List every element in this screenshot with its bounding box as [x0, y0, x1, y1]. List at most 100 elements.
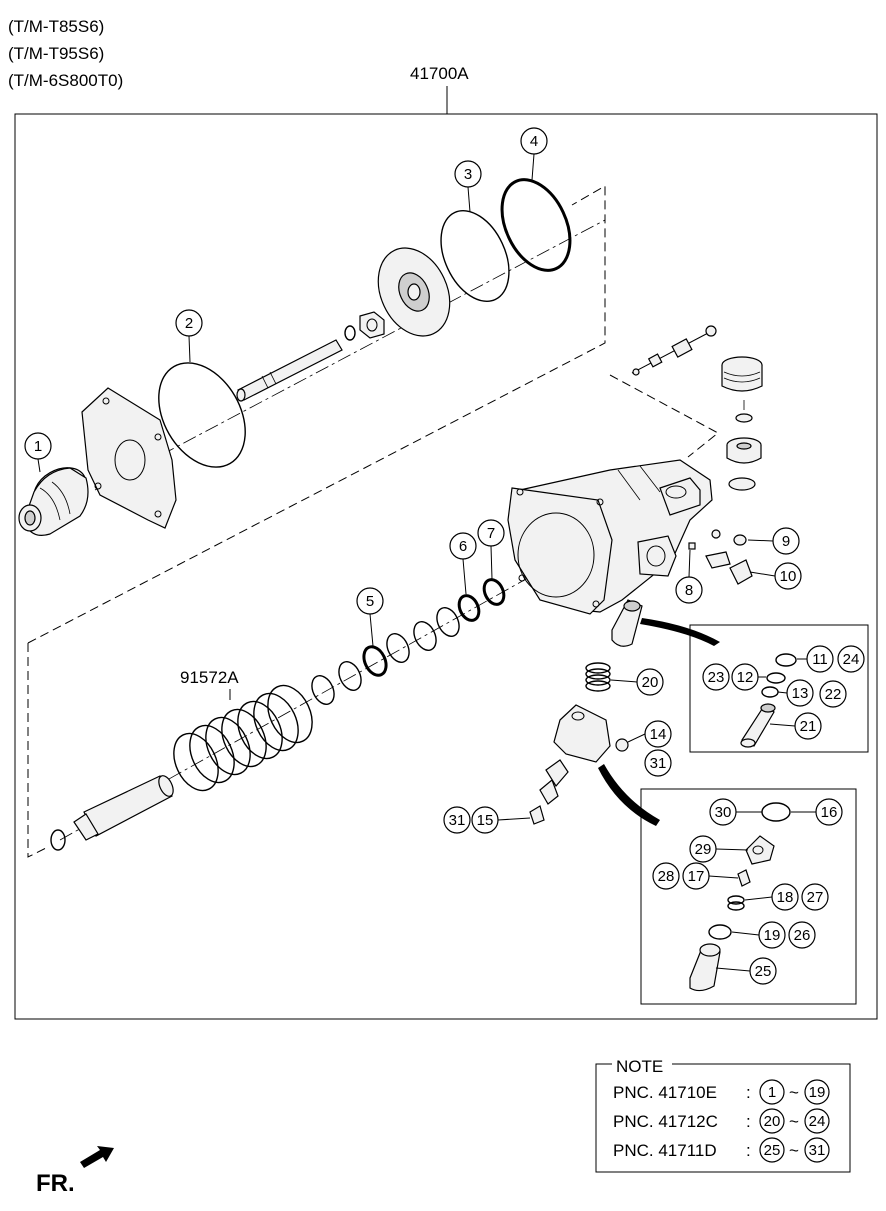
note-separator: :	[746, 1141, 751, 1160]
detail-part-13	[761, 686, 779, 698]
part-o-ring-large	[158, 362, 246, 468]
callout-number-28: 28	[658, 868, 675, 885]
part-valve-body	[539, 704, 611, 805]
note-separator: :	[746, 1112, 751, 1131]
callout-number-2: 2	[185, 315, 193, 332]
part-solenoid-valve	[611, 599, 643, 647]
callout-number-11: 11	[812, 651, 828, 668]
callout-number-14: 14	[650, 726, 667, 743]
callout-bubble-16	[815, 798, 843, 826]
part-cylinder-housing	[507, 459, 713, 615]
callout-number-4: 4	[530, 133, 538, 150]
detail-part-12	[766, 672, 786, 684]
callout-leader-2	[188, 335, 191, 363]
part-piston-ring-3	[440, 209, 510, 303]
callout-bubble-14	[644, 720, 672, 748]
part-piston-disc	[377, 247, 451, 337]
part-piston-shaft	[236, 339, 343, 402]
note-range-start-bubble	[759, 1108, 785, 1134]
note-range-start-bubble	[759, 1079, 785, 1105]
note-range-start: 1	[768, 1084, 776, 1101]
part-bolt-15	[529, 805, 545, 825]
callout-number-29: 29	[695, 841, 712, 858]
callout-number-12: 12	[737, 669, 754, 686]
callout-leader-19	[731, 931, 760, 936]
callout-bubble-5	[356, 587, 384, 615]
callout-leader-9	[747, 539, 774, 542]
callout-leader-7	[490, 545, 493, 580]
callout-number-16: 16	[821, 804, 838, 821]
callout-bubble-22	[819, 680, 847, 708]
part-snap-ring	[311, 675, 335, 705]
spring-pnc-label: 91572A	[180, 668, 239, 687]
assembly-pnc-label: 41700A	[410, 64, 469, 83]
callout-bubble-11	[806, 645, 834, 673]
note-title: NOTE	[616, 1057, 663, 1076]
part-return-spring	[173, 684, 313, 792]
detail-part-29	[745, 835, 775, 865]
upper-axis-line	[94, 219, 606, 491]
part-fitting-9	[733, 534, 747, 546]
note-range-tilde: ~	[789, 1141, 799, 1160]
note-range-start: 25	[764, 1142, 781, 1159]
part-push-rod	[73, 775, 174, 841]
note-range-start-bubble	[759, 1137, 785, 1163]
note-range-end-bubble	[804, 1108, 830, 1134]
part-gasket-plate	[81, 387, 177, 529]
callout-number-26: 26	[794, 927, 811, 944]
callout-leader-6	[462, 558, 467, 595]
callout-number-31: 31	[650, 755, 667, 772]
callout-bubble-6	[449, 532, 477, 560]
assembly-frame	[14, 113, 878, 1020]
callout-number-13: 13	[792, 685, 809, 702]
detail-arrow-lower	[598, 764, 660, 826]
callout-number-8: 8	[685, 582, 693, 599]
callout-number-20: 20	[642, 674, 659, 691]
note-range-end: 24	[809, 1113, 826, 1130]
note-range-tilde: ~	[789, 1083, 799, 1102]
note-range-start: 20	[764, 1113, 781, 1130]
callout-bubble-15	[471, 806, 499, 834]
detail-part-19	[708, 924, 732, 940]
front-indicator-label: FR.	[36, 1170, 75, 1197]
part-plug-14	[615, 738, 629, 752]
callout-number-5: 5	[366, 593, 374, 610]
callout-leader-15	[497, 817, 531, 821]
model-line-3: (T/M-6S800T0)	[8, 71, 123, 90]
callout-bubble-2	[175, 309, 203, 337]
callout-leader-17	[708, 875, 739, 879]
callout-leader-1	[37, 458, 41, 473]
part-ring-b	[386, 633, 410, 663]
callout-bubble-7	[477, 519, 505, 547]
callout-bubble-18	[771, 883, 799, 911]
callout-bubble-13	[786, 679, 814, 707]
part-hex-nut	[359, 311, 385, 339]
note-title-backing	[612, 1056, 672, 1072]
assembly-dashed-outline-upper	[27, 185, 606, 644]
detail-box-valve	[640, 788, 857, 1005]
note-pnc-label: PNC. 41712C	[613, 1112, 718, 1131]
part-spring-20	[585, 662, 611, 692]
callout-number-15: 15	[477, 812, 494, 829]
part-valve-cap	[721, 356, 763, 392]
note-pnc-label: PNC. 41711D	[613, 1141, 717, 1160]
part-piston-ring-4	[500, 178, 572, 272]
callout-leader-10	[749, 571, 776, 577]
callout-bubble-28	[652, 862, 680, 890]
part-end-clip	[50, 829, 66, 851]
model-line-1: (T/M-T85S6)	[8, 17, 104, 36]
part-ring-a	[338, 661, 362, 691]
detail-part-30	[761, 802, 791, 822]
part-valve-stem	[631, 325, 717, 376]
detail-part-25	[689, 943, 721, 992]
callout-bubble-10	[774, 562, 802, 590]
callout-bubble-17	[682, 862, 710, 890]
note-range-end-bubble	[804, 1079, 830, 1105]
detail-arrow-upper	[640, 618, 720, 646]
part-ring-d	[436, 607, 460, 637]
callout-number-18: 18	[777, 889, 794, 906]
callout-leader-25	[715, 967, 751, 972]
part-fitting-8	[688, 542, 696, 550]
part-shaft-clip	[344, 325, 356, 341]
